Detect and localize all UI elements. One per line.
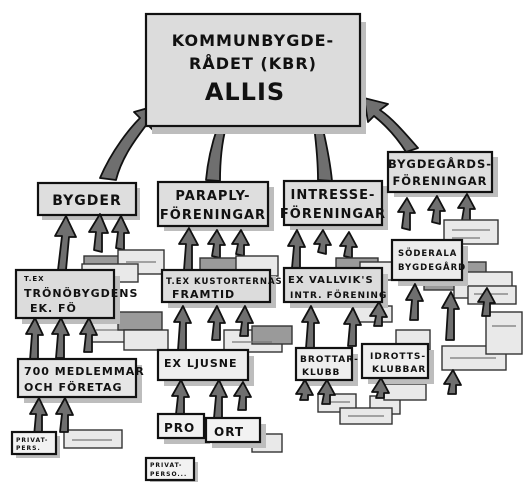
privat-bottom-line1: PRIVAT- [150,462,182,469]
privat-bottom-line2: PERSO... [150,471,187,478]
vallvik-line1: EX VALLVIK'S [288,275,374,286]
idrotts-line2: KLUBBAR [372,365,426,375]
level4-ljusne: EX LJUSNE [156,348,254,386]
brottar-line2: KLUBB [302,368,340,378]
bygdegard-label-1: BYGDEGÅRDS- [388,156,492,171]
level3-kustorter: T.EX KUSTORTERNAS FRAMTID [160,268,283,308]
level2-intresse: INTRESSE- FÖRENINGAR [280,179,388,230]
arrows-to-level2 [54,193,476,271]
level2-bygdegard: BYGDEGÅRDS- FÖRENINGAR [386,150,498,197]
soderala-line1: SÖDERALA [398,248,457,259]
soderala-line2: BYGDEGÅRD [398,262,466,273]
bygdegard-label-2: FÖRENINGAR [392,173,487,188]
top-line1: KOMMUNBYGDE- [172,31,334,50]
level3-tronobygdens: T.EX TRÖNÖBYGDENS EK. FÖ [14,268,138,324]
intresse-label-1: INTRESSE- [291,188,376,203]
level4-brottar: BROTTAR- KLUBB [294,346,359,386]
trono-line2: TRÖNÖBYGDENS [24,286,138,300]
ort-label: ORT [214,425,244,439]
arrows-to-level4 [29,369,462,437]
top-line3: ALLIS [205,78,285,106]
privat-left-line2: PERS. [16,445,41,452]
arrow-bygdegard-top [363,97,419,153]
top-box-frame [144,12,362,128]
level3-soderala: SÖDERALA BYGDEGÅRD [390,238,468,286]
privat-left-line1: PRIVAT- [16,437,48,444]
trono-line1: T.EX [24,275,45,283]
level3-vallvik: EX VALLVIK'S INTR. FÖRENING [282,266,388,308]
arrows-to-level3 [25,283,496,361]
intresse-label-2: FÖRENINGAR [280,206,386,222]
paraply-label-1: PARAPLY- [175,189,250,204]
trono-line3: EK. FÖ [30,301,77,315]
level4-idrotts: IDROTTS- KLUBBAR [360,342,434,384]
level5-privat-bottom: PRIVAT- PERSO... [144,456,198,482]
pro-label: PRO [164,421,195,435]
top-line2: RÅDET (KBR) [189,54,317,73]
level5-ort: ORT [204,416,266,448]
level2-paraply: PARAPLY- FÖRENINGAR [156,180,274,231]
bygder-label: BYGDER [52,193,122,209]
medlemmar-line2: OCH FÖRETAG [24,380,123,394]
medlemmar-line1: 700 MEDLEMMAR [24,365,145,378]
ghost-boxes [63,219,523,453]
level4-medlemmar: 700 MEDLEMMAR OCH FÖRETAG [16,357,145,403]
kustorter-line1: T.EX KUSTORTERNAS [166,277,283,287]
top-box: KOMMUNBYGDE- RÅDET (KBR) ALLIS [144,12,366,134]
level2-bygder: BYGDER [36,181,140,220]
kustorter-line2: FRAMTID [172,288,235,301]
level5-privat-left: PRIVAT- PERS. [10,430,60,458]
brottar-line1: BROTTAR- [300,355,359,365]
paraply-label-2: FÖRENINGAR [160,207,266,223]
ljusne-label: EX LJUSNE [164,357,238,370]
idrotts-line1: IDROTTS- [370,352,426,362]
level5-pro: PRO [156,412,210,444]
vallvik-line2: INTR. FÖRENING [290,290,387,301]
